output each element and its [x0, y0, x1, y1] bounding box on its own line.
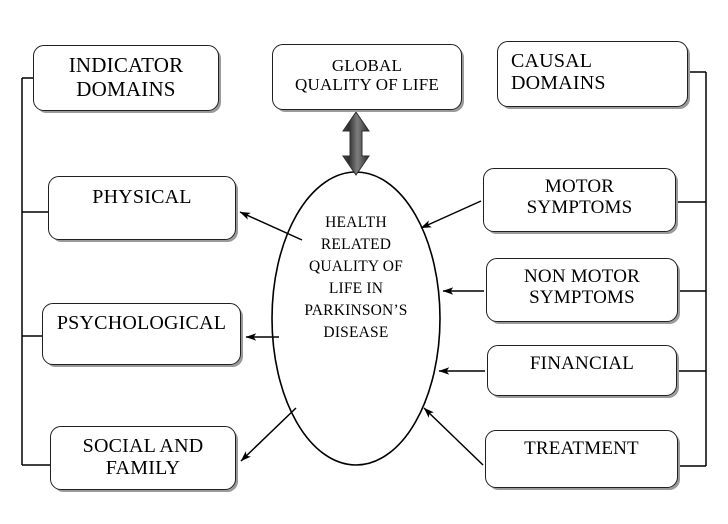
- arrow-treatment-to-ellipse: [423, 407, 484, 466]
- global-qol-line-2: QUALITY OF LIFE: [294, 75, 440, 95]
- arrow-motor-symptoms-to-ellipse: [420, 200, 482, 229]
- global-qol-line-1: GLOBAL: [331, 56, 403, 75]
- physical-box[interactable]: PHYSICAL: [48, 176, 236, 240]
- financial-label: FINANCIAL: [529, 353, 635, 374]
- social-and-family-box[interactable]: SOCIAL AND FAMILY: [50, 426, 236, 490]
- causal-domains-line-2: DOMAINS: [511, 72, 606, 95]
- global-qol-bidirectional-arrow: [342, 111, 370, 176]
- indicator-domains-line-2: DOMAINS: [76, 76, 176, 101]
- social-and-family-line-2: FAMILY: [105, 457, 181, 480]
- social-and-family-line-1: SOCIAL AND: [82, 435, 204, 457]
- health-related-qol-ellipse: [271, 171, 441, 466]
- indicator-domains-bracket: [21, 77, 51, 466]
- arrow-ellipse-to-physical: [239, 211, 303, 241]
- motor-symptoms-line-2: SYMPTOMS: [526, 197, 633, 219]
- psychological-box[interactable]: PSYCHOLOGICAL: [42, 303, 241, 365]
- motor-symptoms-line-1: MOTOR: [544, 176, 615, 197]
- non-motor-symptoms-line-1: NON MOTOR: [524, 266, 640, 287]
- indicator-domains-line-1: INDICATOR: [68, 53, 184, 77]
- psychological-label: PSYCHOLOGICAL: [56, 312, 227, 334]
- arrow-ellipse-to-social-and-family: [240, 407, 297, 462]
- causal-domains-box[interactable]: CAUSAL DOMAINS: [497, 41, 688, 107]
- causal-domains-bracket: [676, 71, 707, 467]
- non-motor-symptoms-line-2: SYMPTOMS: [529, 287, 635, 309]
- causal-domains-line-1: CAUSAL: [511, 50, 593, 72]
- financial-box[interactable]: FINANCIAL: [487, 345, 677, 396]
- physical-label: PHYSICAL: [92, 186, 192, 208]
- indicator-domains-box[interactable]: INDICATOR DOMAINS: [33, 45, 219, 111]
- global-quality-of-life-box[interactable]: GLOBAL QUALITY OF LIFE: [272, 44, 462, 110]
- motor-symptoms-box[interactable]: MOTOR SYMPTOMS: [483, 168, 676, 232]
- treatment-box[interactable]: TREATMENT: [485, 430, 678, 488]
- non-motor-symptoms-box[interactable]: NON MOTOR SYMPTOMS: [486, 258, 678, 322]
- treatment-label: TREATMENT: [524, 438, 639, 459]
